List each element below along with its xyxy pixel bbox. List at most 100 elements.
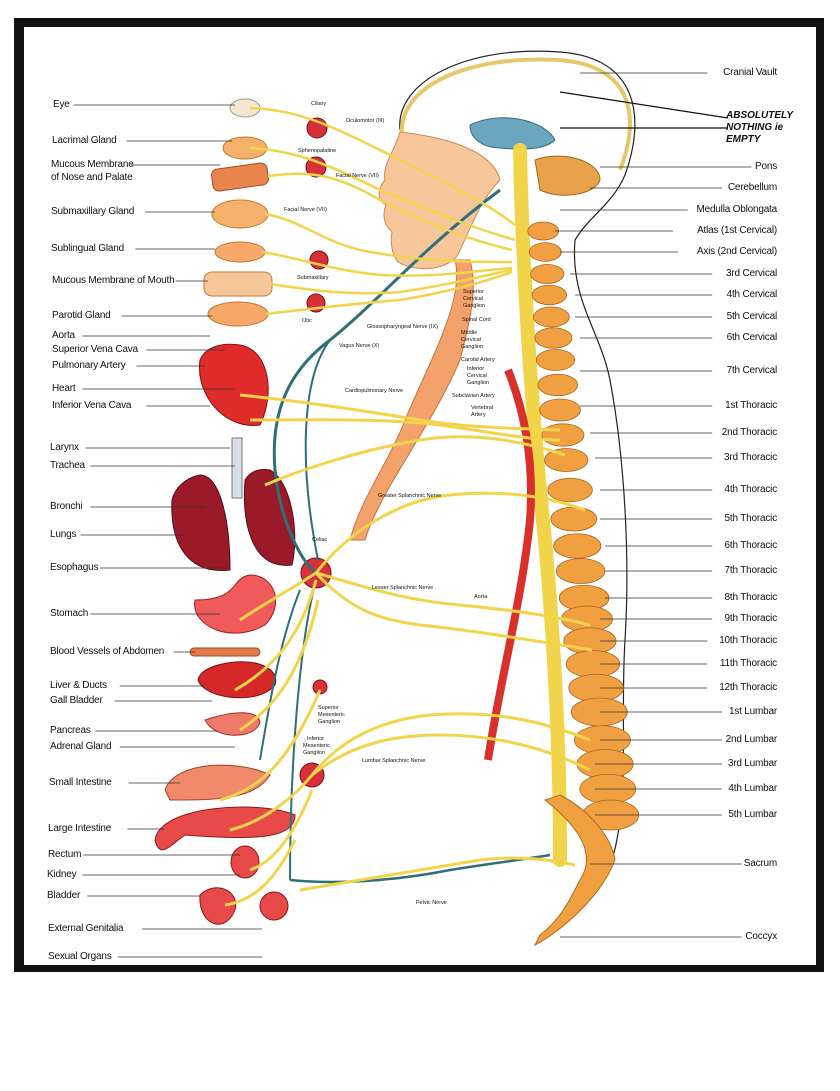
nerve-path bbox=[249, 146, 516, 242]
inferior-cervical-label-3: Ganglion bbox=[467, 380, 490, 386]
right-label-atlas: Atlas (1st Cervical) bbox=[697, 225, 777, 236]
inferior-cervical-label-1: Inferior bbox=[467, 366, 485, 372]
right-label-sacrum: Sacrum bbox=[743, 858, 777, 869]
nerve-path bbox=[311, 733, 591, 777]
vertebra bbox=[539, 398, 581, 422]
right-label-pons: Pons bbox=[755, 161, 777, 172]
inferior-mesenteric-label-2: Mesenteric bbox=[303, 743, 330, 749]
vagus-label: Vagus Nerve (X) bbox=[339, 343, 380, 349]
nerve-path bbox=[229, 774, 314, 832]
nerve-path bbox=[315, 571, 591, 627]
nerve-path bbox=[239, 393, 561, 432]
left-label-eye: Eye bbox=[53, 99, 70, 110]
left-label-adrenal: Adrenal Gland bbox=[50, 741, 112, 752]
nerve-path bbox=[234, 579, 318, 692]
middle-cervical-label-3: Ganglion bbox=[461, 344, 484, 350]
right-label-t11: 11th Thoracic bbox=[719, 658, 777, 669]
nerve-path bbox=[249, 106, 516, 226]
right-label-cerebellum: Cerebellum bbox=[727, 182, 777, 193]
oculomotor-label: Oculomotor (III) bbox=[346, 118, 385, 124]
nerve-path bbox=[265, 270, 513, 316]
vertebra bbox=[541, 423, 585, 447]
nerve-path bbox=[310, 712, 591, 776]
vertebra bbox=[531, 284, 567, 306]
left-label-gall: Gall Bladder bbox=[50, 695, 103, 706]
right-label-t2: 2nd Thoracic bbox=[721, 427, 777, 438]
pelvic-nerve-label: Pelvic Nerve bbox=[416, 900, 447, 906]
brain-stem bbox=[469, 117, 556, 150]
nerve-path bbox=[264, 435, 566, 487]
right-label-l4: 4th Lumbar bbox=[728, 783, 777, 794]
sacrum-coccyx bbox=[533, 794, 616, 947]
right-label-c3: 3rd Cervical bbox=[726, 268, 777, 279]
nerve-path bbox=[249, 789, 314, 872]
cerebellum bbox=[534, 155, 601, 196]
inferior-cervical-label-2: Cervical bbox=[467, 373, 487, 379]
inferior-mesenteric-label-1: Inferior bbox=[307, 736, 325, 742]
vertebral-artery-label-2: Artery bbox=[471, 412, 486, 418]
cranial-vault bbox=[399, 57, 632, 171]
nerve-path bbox=[269, 268, 513, 295]
head-outline bbox=[399, 50, 636, 861]
nerve-path bbox=[249, 418, 561, 442]
absolutely-nothing-annotation: ABSOLUTELY NOTHING ie EMPTY bbox=[726, 110, 816, 146]
left-label-smallint: Small Intestine bbox=[49, 777, 112, 788]
aorta-vessel bbox=[484, 368, 535, 761]
otic-label: Otic bbox=[302, 318, 312, 324]
right-label-t3: 3rd Thoracic bbox=[724, 452, 777, 463]
leader-lines bbox=[73, 72, 752, 958]
spinal-cord-label: Spinal Cord bbox=[462, 317, 491, 323]
facial-nerve-label-2: Facial Nerve (VII) bbox=[284, 207, 327, 213]
right-label-t12: 12th Thoracic bbox=[719, 682, 777, 693]
nerve-path bbox=[224, 839, 297, 907]
right-label-l3: 3rd Lumbar bbox=[727, 758, 777, 769]
vertebra bbox=[550, 506, 598, 532]
left-label-sexual: Sexual Organs bbox=[48, 951, 112, 962]
nerve-path bbox=[314, 491, 586, 574]
nerve-path bbox=[239, 599, 320, 732]
ciliary-label: Ciliary bbox=[311, 101, 327, 107]
nerve-path bbox=[314, 571, 593, 652]
lumbar-splanchnic-label: Lumbar Splanchnic Nerve bbox=[362, 758, 426, 764]
left-label-liver: Liver & Ducts bbox=[50, 680, 107, 691]
vertebra bbox=[533, 306, 570, 328]
submaxillary-label: Submaxillary bbox=[297, 275, 329, 281]
left-label-bladder: Bladder bbox=[47, 890, 81, 901]
left-label-submax: Submaxillary Gland bbox=[51, 206, 135, 217]
left-label-kidney: Kidney bbox=[47, 869, 77, 880]
annotation-line-3: EMPTY bbox=[726, 134, 761, 145]
ganglia bbox=[299, 117, 332, 788]
right-label-l1: 1st Lumbar bbox=[728, 706, 777, 717]
nerve-path bbox=[261, 250, 513, 277]
left-label-rectum: Rectum bbox=[48, 849, 82, 860]
facial-nerve-label: Facial Nerve (VII) bbox=[336, 173, 379, 179]
right-label-c5: 5th Cervical bbox=[726, 311, 778, 322]
celiac-label: Celiac bbox=[312, 537, 328, 543]
right-label-c4: 4th Cervical bbox=[726, 289, 778, 300]
face bbox=[378, 131, 501, 270]
vertebra bbox=[555, 558, 606, 584]
left-label-mucous1: Mucous Membrane bbox=[51, 159, 134, 170]
middle-cervical-label-1: Middle bbox=[461, 330, 478, 336]
middle-cervical-label-2: Cervical bbox=[461, 337, 481, 343]
carotid-label: Carotid Artery bbox=[461, 357, 495, 363]
aorta-inner-label: Aorta bbox=[474, 594, 488, 600]
vertebra bbox=[547, 477, 593, 503]
superior-cervical-label-2: Cervical bbox=[463, 296, 483, 302]
superior-cervical-label-1: Superior bbox=[463, 289, 484, 295]
left-label-heart: Heart bbox=[52, 383, 76, 394]
vertebra bbox=[544, 448, 589, 472]
left-label-svc: Superior Vena Cava bbox=[52, 344, 138, 355]
right-label-t7: 7th Thoracic bbox=[724, 565, 778, 576]
left-label-aorta: Aorta bbox=[52, 330, 75, 341]
glossopharyngeal-label: Glossopharyngeal Nerve (IX) bbox=[367, 324, 438, 330]
vertebra bbox=[528, 242, 562, 262]
left-label-larynx: Larynx bbox=[50, 442, 79, 453]
right-label-t8: 8th Thoracic bbox=[724, 592, 778, 603]
vertebra bbox=[553, 533, 602, 559]
right-label-l2: 2nd Lumbar bbox=[725, 734, 778, 745]
left-label-esoph: Esophagus bbox=[50, 562, 99, 573]
right-label-t10: 10th Thoracic bbox=[719, 635, 777, 646]
subclavian-label: Subclavian Artery bbox=[452, 393, 495, 399]
